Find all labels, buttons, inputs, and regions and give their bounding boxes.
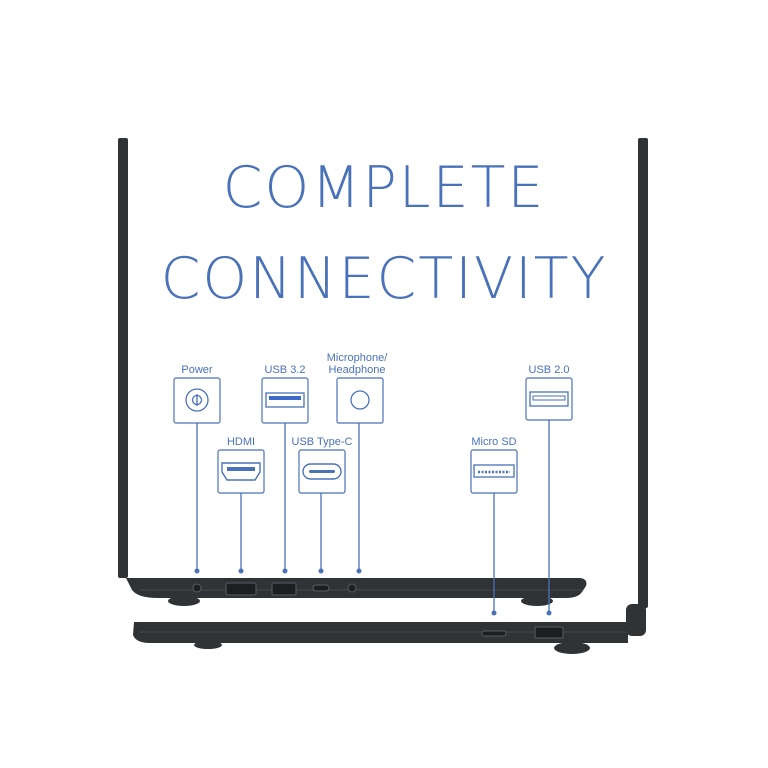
right-lid-hinge bbox=[626, 604, 646, 636]
right-lid bbox=[638, 138, 648, 608]
audio-icon-box bbox=[336, 377, 384, 424]
usb20-label: USB 2.0 bbox=[528, 364, 570, 376]
power-leader-dot bbox=[194, 568, 200, 574]
usb32-icon-box bbox=[261, 377, 309, 424]
hdmi-icon-box bbox=[217, 449, 265, 494]
microsd-port bbox=[481, 630, 507, 637]
usbc-leader-dot bbox=[318, 568, 324, 574]
right-foot-front bbox=[194, 641, 222, 649]
usb20-leader-dot bbox=[546, 610, 552, 616]
headline-line-1: COMPLETE bbox=[222, 155, 546, 221]
power-port bbox=[192, 583, 202, 593]
hdmi-label: HDMI bbox=[226, 436, 256, 448]
usb32-label: USB 3.2 bbox=[264, 364, 306, 376]
usbc-label: USB Type-C bbox=[291, 436, 353, 448]
usb-c-icon bbox=[302, 463, 342, 480]
usb32-leader-dot bbox=[282, 568, 288, 574]
microsd-icon bbox=[473, 464, 515, 478]
power-label: Power bbox=[181, 364, 213, 376]
audio-leader-dot bbox=[356, 568, 362, 574]
usb-a-superspeed-icon bbox=[265, 392, 305, 408]
audio-port bbox=[347, 583, 357, 593]
left-lid bbox=[118, 138, 128, 578]
usb20-port bbox=[534, 626, 564, 639]
left-foot-front bbox=[168, 596, 200, 606]
hdmi-leader-dot bbox=[238, 568, 244, 574]
audio-label-line-1: Microphone/ bbox=[326, 352, 388, 364]
audio-label-line-2: Headphone bbox=[328, 364, 386, 376]
headline-line-2: CONNECTIVITY bbox=[160, 246, 608, 312]
hdmi-icon bbox=[221, 462, 261, 481]
microsd-label: Micro SD bbox=[471, 436, 517, 448]
usbc-port bbox=[312, 584, 330, 592]
usb-a-icon bbox=[529, 391, 569, 407]
audio-jack-icon bbox=[350, 390, 370, 410]
right-foot-rear bbox=[554, 642, 590, 654]
microsd-leader-dot bbox=[491, 610, 497, 616]
usb20-icon-box bbox=[525, 377, 573, 421]
left-foot-rear bbox=[521, 596, 553, 606]
usb32-port bbox=[271, 582, 297, 596]
power-dc-icon bbox=[185, 388, 209, 412]
hdmi-port bbox=[225, 582, 257, 596]
